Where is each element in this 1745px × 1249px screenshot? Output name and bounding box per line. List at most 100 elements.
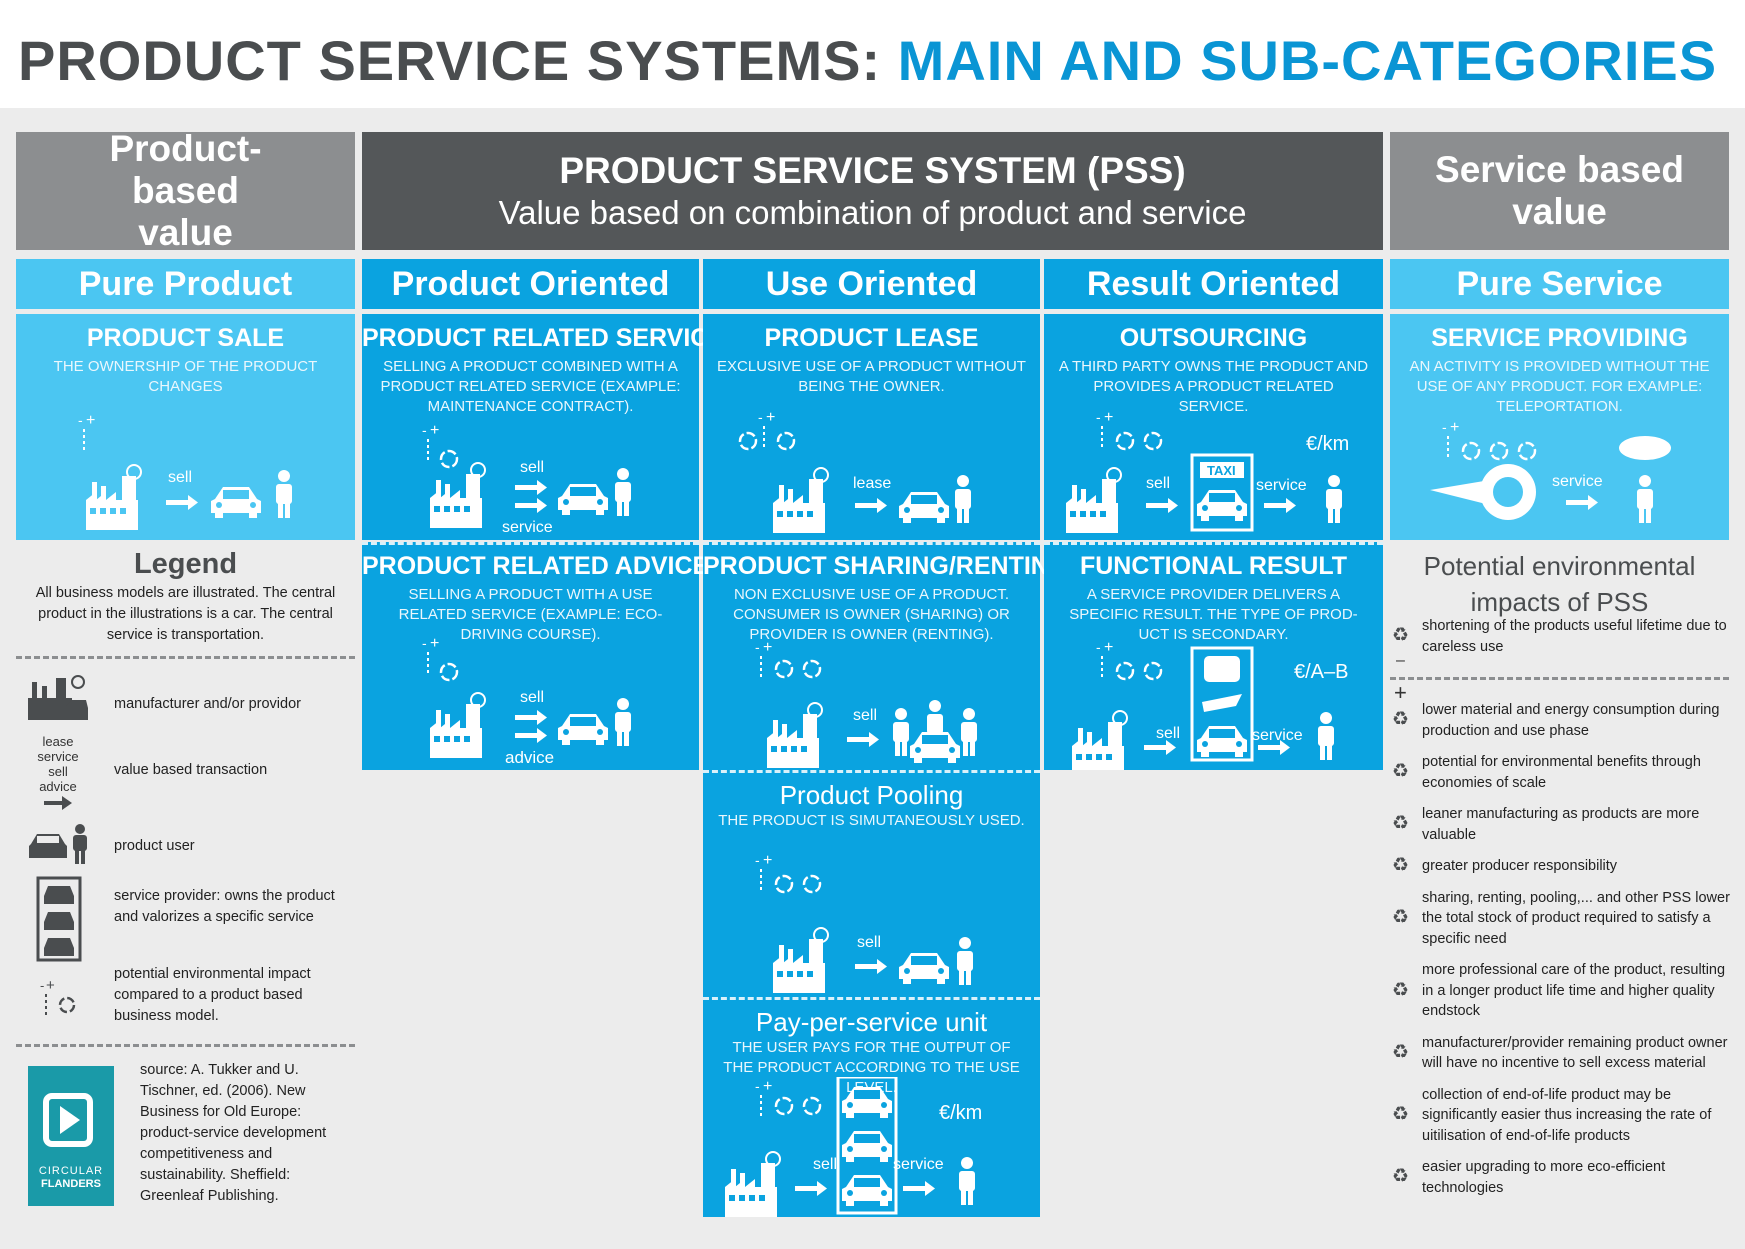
recycle-icon: ♻ bbox=[1392, 1041, 1410, 1063]
cell-product-related-service: PRODUCT RELATED SERVICE SELLING A PRODUC… bbox=[362, 314, 726, 540]
manufacturer-icon bbox=[28, 675, 88, 720]
verb-label: lease bbox=[853, 475, 891, 492]
verb-label-1: sell bbox=[813, 1156, 837, 1173]
impacts-positive-list: ♻ lower material and energy consumption … bbox=[1392, 700, 1732, 1198]
product-sharing-illustration: sell bbox=[754, 640, 977, 769]
cell-title: OUTSOURCING bbox=[1119, 324, 1308, 352]
transaction-label: lease bbox=[42, 734, 74, 749]
service-providing-illustration: service bbox=[1430, 420, 1671, 523]
verb-label-2: service bbox=[502, 519, 553, 536]
impact-item: ♻ potential for environmental benefits t… bbox=[1392, 752, 1732, 793]
title-part-2: MAIN AND SUB-CATEGORIES bbox=[897, 29, 1718, 92]
cell-description: THE USER PAYS FOR THE OUTPUT OF THE PROD… bbox=[723, 1039, 1020, 1096]
impact-item: ♻ collection of end-of-life product may … bbox=[1392, 1085, 1732, 1147]
cell-title: PRODUCT LEASE bbox=[764, 324, 979, 352]
recycle-icon: ♻ bbox=[1392, 1104, 1410, 1125]
source-citation: source: A. Tukker and U. Tischner, ed. (… bbox=[140, 1062, 327, 1204]
price-label: €/A–B bbox=[1294, 661, 1348, 683]
verb-label: sell bbox=[853, 707, 877, 724]
impact-item: ♻ easier upgrading to more eco-efficient… bbox=[1392, 1157, 1732, 1198]
recycle-icon: ♻ bbox=[1392, 907, 1410, 928]
price-label: €/km bbox=[1306, 433, 1349, 455]
impact-text: shortening of the products useful lifeti… bbox=[1422, 618, 1727, 655]
impact-text: more professional care of the product, r… bbox=[1422, 962, 1726, 1019]
dashed-separator bbox=[703, 770, 1040, 773]
product-lease-illustration: lease bbox=[738, 410, 971, 534]
outsourcing-illustration: TAXI sell service €/km bbox=[1065, 410, 1349, 534]
impact-item: ♻ leaner manufacturing as products are m… bbox=[1392, 804, 1732, 845]
cell-description: SELLING A PRODUCT WITH A USE RELATED SER… bbox=[398, 586, 663, 643]
verb-label: sell bbox=[857, 934, 881, 951]
cell-description: THE PRODUCT IS SIMUTANEOUSLY USED. bbox=[718, 812, 1025, 829]
transaction-label: service bbox=[37, 749, 79, 764]
cell-description: EXCLUSIVE USE OF A PRODUCT WITHOUT BEING… bbox=[717, 358, 1026, 395]
transaction-labels: lease service sell advice bbox=[30, 734, 86, 794]
header-service-based: Service based value bbox=[1390, 132, 1729, 250]
legend-intro: All business models are illustrated. The… bbox=[35, 585, 336, 643]
recycle-icon: ♻ bbox=[1392, 813, 1410, 835]
cell-product-related-advice: PRODUCT RELATED ADVICE SELLING A PRODUCT… bbox=[362, 542, 709, 770]
cell-description: AN ACTIVITY IS PROVIDED WITHOUT THE USE … bbox=[1409, 358, 1710, 415]
dashed-separator bbox=[703, 997, 1040, 1000]
transaction-label: advice bbox=[39, 779, 77, 794]
impacts-title: Potential environmental impacts of PSS bbox=[1390, 548, 1729, 620]
logo-line-1: CIRCULAR bbox=[38, 1165, 104, 1177]
cell-product-sharing-renting: PRODUCT SHARING/RENTING NON EXCLUSIVE US… bbox=[703, 542, 1068, 770]
logo-line-2: FLANDERS bbox=[41, 1178, 101, 1190]
verb-label-1: sell bbox=[1146, 475, 1170, 492]
recycle-icon: ♻ bbox=[1392, 625, 1410, 647]
cell-description: A SERVICE PROVIDER DELIVERS A SPECIFIC R… bbox=[1069, 586, 1358, 643]
pay-per-service-illustration: sell service €/km bbox=[724, 1077, 982, 1217]
subheader-pure-product: Pure Product bbox=[16, 259, 355, 309]
subheader-product-oriented: Product Oriented bbox=[362, 259, 699, 309]
cell-title: Pay-per-service unit bbox=[755, 1007, 988, 1037]
transaction-label: sell bbox=[48, 764, 68, 779]
impact-item: ♻ greater producer responsibility bbox=[1392, 855, 1732, 877]
logo-play-icon bbox=[43, 1093, 93, 1147]
train-icon bbox=[1204, 656, 1240, 682]
cell-pay-per-service: Pay-per-service unit THE USER PAYS FOR T… bbox=[703, 997, 1040, 1217]
svg-text:-: - bbox=[40, 978, 44, 993]
impact-text: lower material and energy consumption du… bbox=[1422, 702, 1720, 739]
cell-functional-result: FUNCTIONAL RESULT A SERVICE PROVIDER DEL… bbox=[1044, 542, 1383, 770]
spaceship-icon bbox=[1430, 480, 1490, 505]
verb-label-2: service bbox=[893, 1156, 944, 1173]
legend-title: Legend bbox=[133, 548, 238, 580]
legend-divider bbox=[16, 1044, 355, 1047]
header-pss: PRODUCT SERVICE SYSTEM (PSS) Value based… bbox=[362, 132, 1383, 250]
header-product-based-label: Product-based value bbox=[109, 128, 262, 253]
impact-item: ♻ more professional care of the product,… bbox=[1392, 960, 1732, 1022]
verb-label-1: sell bbox=[520, 459, 544, 476]
plane-icon bbox=[1202, 694, 1242, 712]
legend-text: value based transaction bbox=[114, 762, 268, 778]
cell-title: PRODUCT RELATED SERVICE bbox=[362, 324, 726, 352]
impact-text: greater producer responsibility bbox=[1422, 858, 1618, 874]
cell-product-pooling: Product Pooling THE PRODUCT IS SIMUTANEO… bbox=[703, 770, 1040, 997]
teleporter-icon bbox=[1619, 436, 1671, 460]
header-product-based: Product-based value bbox=[16, 128, 355, 253]
negative-mark: – bbox=[1396, 652, 1405, 669]
cell-product-sale: PRODUCT SALE THE OWNERSHIP OF THE PRODUC… bbox=[16, 314, 355, 540]
positive-mark: + bbox=[1394, 680, 1407, 705]
recycle-icon: ♻ bbox=[1392, 979, 1410, 1001]
cell-service-providing: SERVICE PROVIDING AN ACTIVITY IS PROVIDE… bbox=[1390, 314, 1729, 540]
dashed-separator bbox=[362, 542, 699, 545]
impact-item: ♻ shortening of the products useful life… bbox=[1392, 616, 1732, 657]
subheader-use-oriented: Use Oriented bbox=[703, 259, 1040, 309]
recycle-icon: ♻ bbox=[1392, 709, 1410, 731]
legend: Legend All business models are illustrat… bbox=[16, 548, 355, 646]
cell-title: PRODUCT SALE bbox=[86, 324, 285, 352]
legend-text: potential environmental impact compared … bbox=[114, 966, 311, 1024]
cell-description: NON EXCLUSIVE USE OF A PRODUCT. CONSUMER… bbox=[733, 586, 1010, 643]
header-pss-subtitle: Value based on combination of product an… bbox=[498, 194, 1247, 231]
header-service-based-label: Service based value bbox=[1435, 149, 1684, 232]
impact-text: manufacturer/provider remaining product … bbox=[1422, 1034, 1728, 1072]
verb-label-2: advice bbox=[505, 748, 554, 767]
functional-result-illustration: sell service €/A–B bbox=[1071, 640, 1348, 770]
impacts-divider bbox=[1390, 677, 1729, 680]
verb-label: service bbox=[1552, 473, 1603, 490]
subheader-pure-service: Pure Service bbox=[1390, 259, 1729, 309]
impact-item: ♻ lower material and energy consumption … bbox=[1392, 700, 1732, 741]
product-related-advice-illustration: sell advice bbox=[421, 634, 631, 767]
svg-text:+: + bbox=[46, 978, 55, 994]
